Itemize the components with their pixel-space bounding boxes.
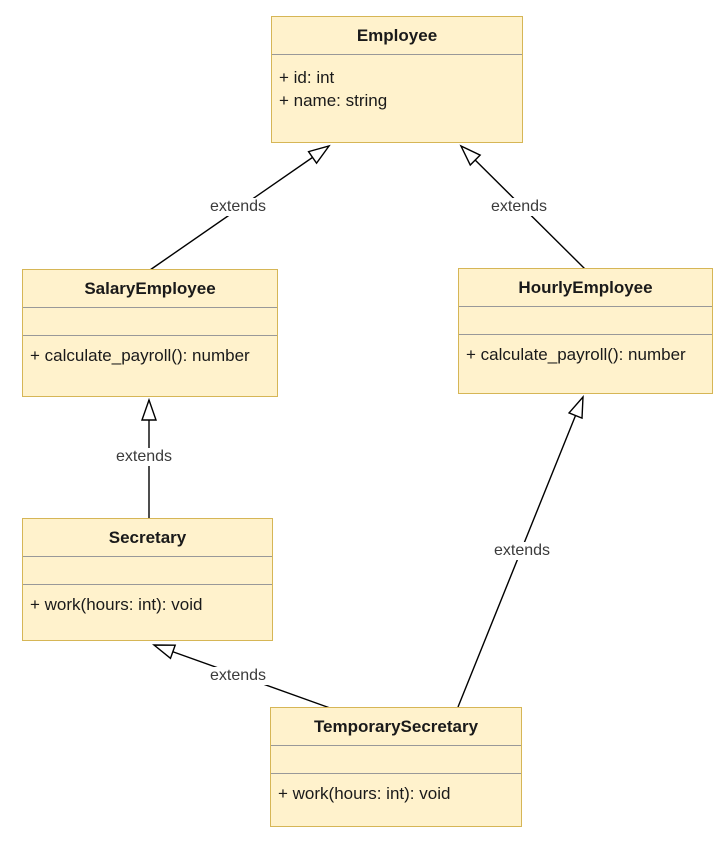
attribute-line: + id: int bbox=[279, 68, 335, 87]
class-temporarysecretary[interactable]: TemporarySecretary + work(hours: int): v… bbox=[270, 707, 522, 827]
class-temporarysecretary-name: TemporarySecretary bbox=[271, 708, 521, 746]
class-secretary-name: Secretary bbox=[23, 519, 272, 557]
class-hourlyemployee-name: HourlyEmployee bbox=[459, 269, 712, 307]
edge-label-extends: extends bbox=[487, 198, 551, 216]
class-employee-attributes: + id: int + name: string bbox=[272, 55, 522, 112]
edge-label-extends: extends bbox=[112, 448, 176, 466]
class-salaryemployee-attributes bbox=[23, 308, 277, 336]
method-line: + calculate_payroll(): number bbox=[466, 345, 686, 364]
edge-label-extends: extends bbox=[206, 667, 270, 685]
class-temporarysecretary-attributes bbox=[271, 746, 521, 774]
method-line: + work(hours: int): void bbox=[30, 595, 203, 614]
edge-label-extends: extends bbox=[490, 542, 554, 560]
class-temporarysecretary-methods: + work(hours: int): void bbox=[271, 774, 521, 826]
class-secretary-attributes bbox=[23, 557, 272, 585]
class-employee[interactable]: Employee + id: int + name: string bbox=[271, 16, 523, 143]
attribute-line: + name: string bbox=[279, 91, 388, 110]
class-secretary-methods: + work(hours: int): void bbox=[23, 585, 272, 640]
class-salaryemployee[interactable]: SalaryEmployee + calculate_payroll(): nu… bbox=[22, 269, 278, 397]
class-employee-name: Employee bbox=[272, 17, 522, 55]
class-salaryemployee-methods: + calculate_payroll(): number bbox=[23, 336, 277, 396]
class-hourlyemployee-methods: + calculate_payroll(): number bbox=[459, 335, 712, 393]
class-hourlyemployee-attributes bbox=[459, 307, 712, 335]
method-line: + work(hours: int): void bbox=[278, 784, 451, 803]
method-line: + calculate_payroll(): number bbox=[30, 346, 250, 365]
class-hourlyemployee[interactable]: HourlyEmployee + calculate_payroll(): nu… bbox=[458, 268, 713, 394]
class-salaryemployee-name: SalaryEmployee bbox=[23, 270, 277, 308]
edge-label-extends: extends bbox=[206, 198, 270, 216]
class-secretary[interactable]: Secretary + work(hours: int): void bbox=[22, 518, 273, 641]
